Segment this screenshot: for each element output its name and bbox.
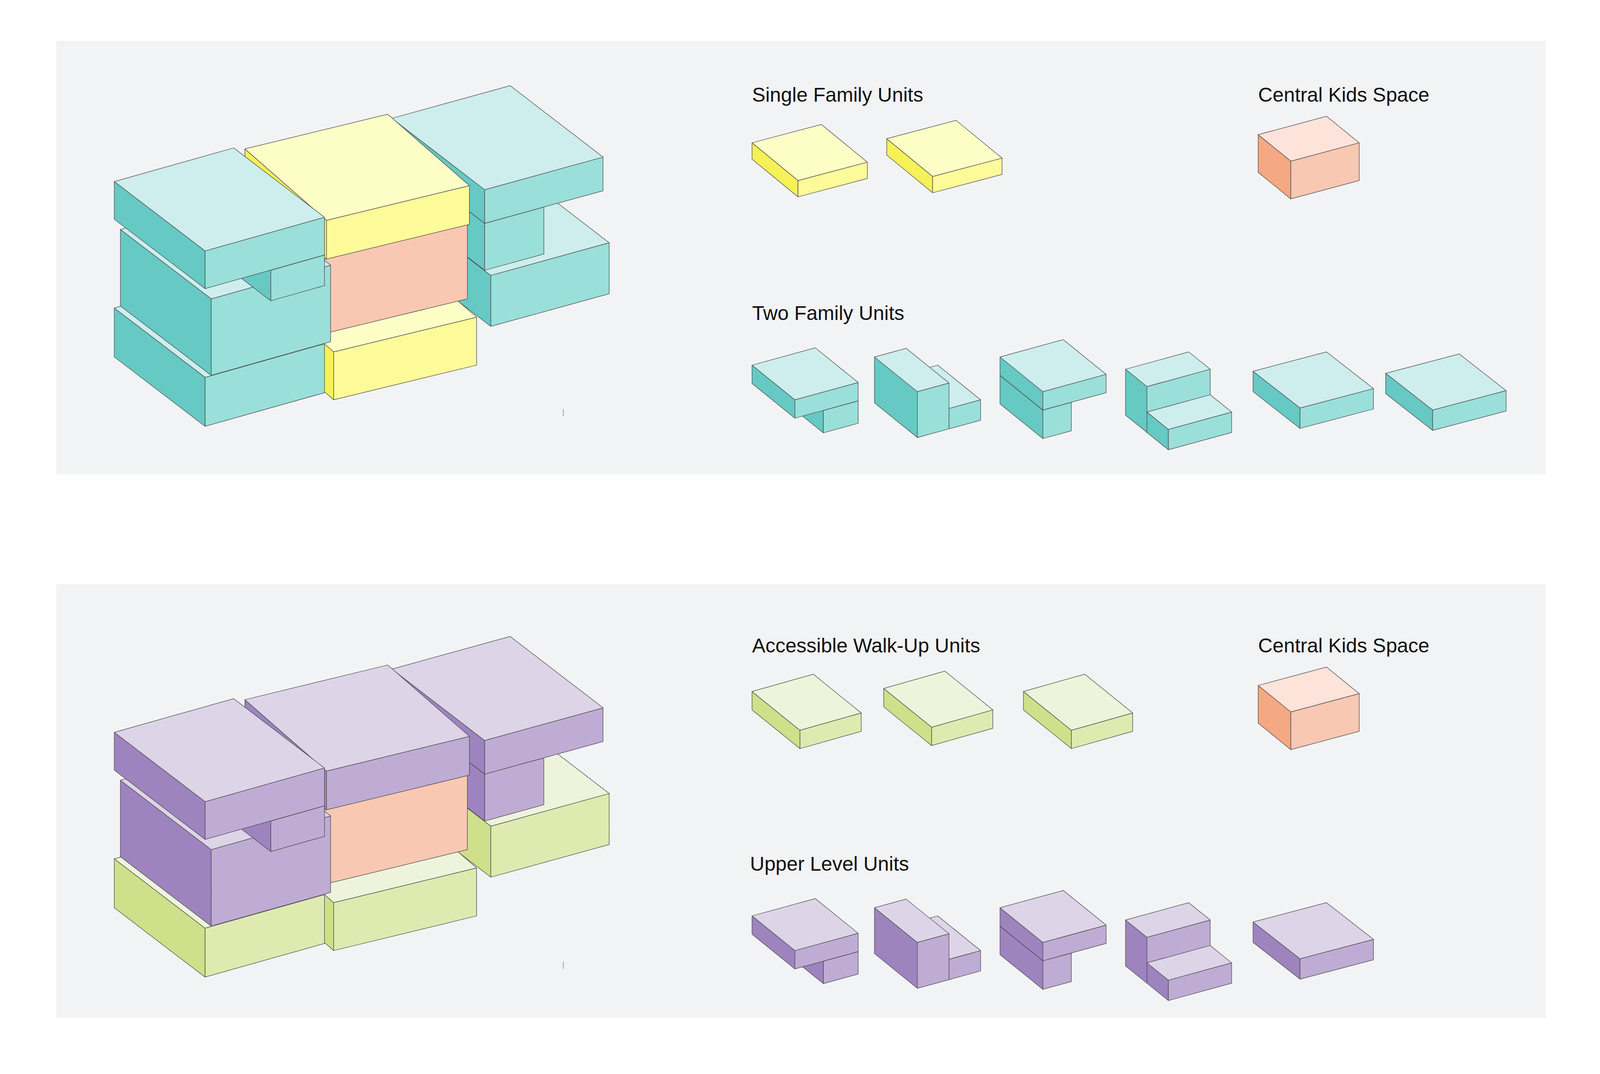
block-face [1023, 674, 1133, 731]
block-face [1000, 339, 1107, 392]
block-face [874, 348, 950, 392]
block-face [883, 671, 993, 728]
group-heading: Upper Level Units [750, 852, 910, 877]
block-face [1258, 667, 1360, 713]
group-heading: Central Kids Space [1258, 82, 1430, 108]
block-face [114, 147, 325, 251]
block-face [1252, 352, 1374, 409]
block-face [917, 382, 950, 438]
block-face [917, 933, 950, 989]
block-face [886, 120, 1003, 177]
block-group [114, 85, 1506, 1001]
panel-background [56, 584, 1547, 1019]
block-face [752, 674, 862, 731]
block-face [1000, 890, 1107, 943]
block-face [1258, 116, 1360, 162]
block-face [752, 898, 859, 951]
block-face [752, 124, 868, 181]
group-heading: Accessible Walk-Up Units [752, 633, 981, 658]
block-face [874, 899, 950, 943]
block-face [1147, 394, 1232, 430]
block-face [114, 698, 325, 802]
group-heading: Single Family Units [752, 82, 924, 108]
block-face [1385, 354, 1507, 411]
panel-background [56, 40, 1547, 475]
group-heading: Central Kids Space [1258, 633, 1430, 658]
block-face [1125, 352, 1210, 387]
block-face [1125, 902, 1210, 938]
group-heading: Two Family Units [752, 301, 905, 326]
block-face [1252, 902, 1374, 960]
block-face [1147, 945, 1232, 981]
tick-mark [562, 962, 564, 970]
tick-mark [562, 409, 564, 417]
block-face [752, 347, 859, 400]
